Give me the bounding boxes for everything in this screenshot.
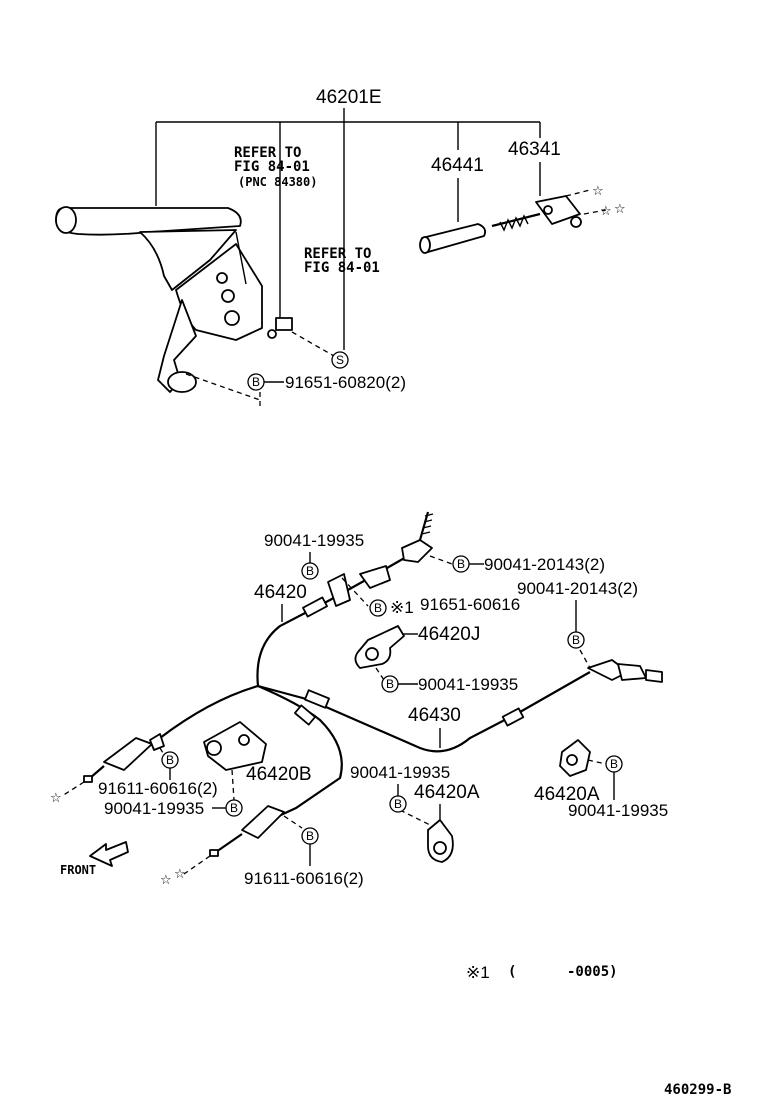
label-90041-19935-left: 90041-19935 (104, 799, 204, 818)
figure-id: 460299-B (664, 1082, 731, 1098)
refer-note-2-line2: FIG 84-01 (304, 260, 380, 276)
svg-text:B: B (166, 753, 174, 767)
svg-text:B: B (610, 757, 618, 771)
front-label: FRONT (60, 863, 96, 877)
front-arrow-icon (89, 841, 129, 867)
circle-b-marker: B (301, 562, 319, 580)
label-90041-19935-right: 90041-19935 (568, 801, 668, 820)
star-mark: ☆ (614, 202, 626, 217)
circle-b-marker: B (452, 555, 470, 573)
svg-text:B: B (306, 829, 314, 843)
star-mark: ☆ (174, 867, 186, 882)
circle-b-marker: B (247, 373, 265, 391)
label-46201E: 46201E (316, 87, 382, 108)
label-90041-20143-right: 90041-20143(2) (517, 579, 638, 598)
refer-note-1-line3: (PNC 84380) (238, 175, 317, 189)
label-90041-19935-mid: 90041-19935 (350, 763, 450, 782)
svg-text:B: B (374, 601, 382, 615)
circle-b-marker: B (161, 751, 179, 769)
star-mark: ☆ (600, 204, 612, 219)
label-91651-60616: 91651-60616 (420, 595, 520, 614)
refer-note-1-line2: FIG 84-01 (234, 159, 310, 175)
star-mark: ☆ (50, 791, 62, 806)
label-46420: 46420 (254, 582, 307, 603)
circle-b-marker: B (225, 799, 243, 817)
label-91611-60616-left: 91611-60616(2) (98, 779, 218, 798)
label-90041-19935-top: 90041-19935 (264, 531, 364, 550)
label-46430: 46430 (408, 705, 461, 726)
label-46420A-right: 46420A (534, 784, 600, 805)
parking-brake-lever (55, 206, 263, 393)
circle-b-marker: B (381, 675, 399, 693)
rear-cable-46430 (257, 659, 663, 753)
svg-text:B: B (386, 677, 394, 691)
label-46441: 46441 (431, 155, 484, 176)
circle-b-marker: B (389, 795, 407, 813)
star-mark: ☆ (160, 873, 172, 888)
circle-b-marker: B (369, 599, 387, 617)
rear-cable-left-lower (209, 684, 343, 857)
svg-text:B: B (230, 801, 238, 815)
note-mark: ※1 (466, 963, 490, 982)
svg-text:B: B (394, 797, 402, 811)
svg-text:B: B (252, 375, 260, 389)
note-text: ( -0005) (508, 964, 618, 980)
label-46341: 46341 (508, 139, 561, 160)
circle-b-marker: B (605, 755, 623, 773)
label-46420J: 46420J (418, 624, 480, 645)
front-cable-46420 (256, 511, 434, 687)
svg-text:B: B (572, 633, 580, 647)
refer-note-2-line1: REFER TO (304, 246, 371, 262)
clamp-46420B (203, 721, 267, 771)
label-90041-20143-top: 90041-20143(2) (484, 555, 605, 574)
grip-46441 (419, 223, 487, 254)
rod-46341 (491, 195, 582, 232)
lever-pin (267, 317, 293, 339)
svg-text:B: B (457, 557, 465, 571)
note-mark-1: ※1 (390, 598, 414, 617)
circle-b-marker: B (301, 827, 319, 845)
refer-note-1-line1: REFER TO (234, 145, 301, 161)
clamp-46420A-center (427, 819, 454, 863)
circle-s-marker: S (331, 351, 349, 369)
label-90041-19935-j: 90041-19935 (418, 675, 518, 694)
label-46420B: 46420B (246, 764, 312, 785)
svg-text:S: S (336, 353, 344, 367)
label-91651-60820: 91651-60820(2) (285, 373, 406, 392)
label-46420A-center: 46420A (414, 782, 480, 803)
clamp-46420J (354, 625, 405, 669)
svg-text:B: B (306, 564, 314, 578)
circle-b-marker: B (567, 631, 585, 649)
label-91611-60616-bottom: 91611-60616(2) (244, 869, 364, 888)
rear-cable-left-upper (83, 684, 259, 783)
star-mark: ☆ (592, 184, 604, 199)
clamp-46420A-right (559, 739, 591, 777)
